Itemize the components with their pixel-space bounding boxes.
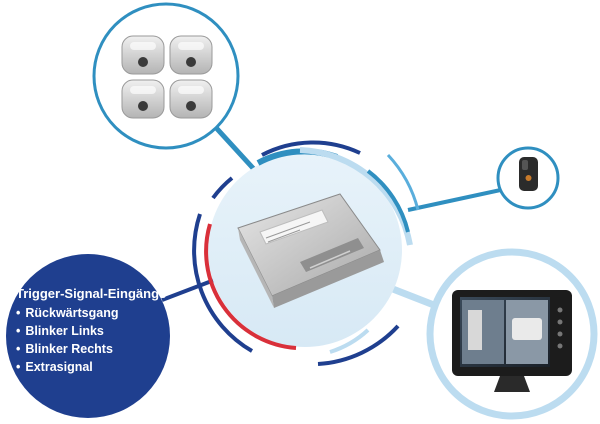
sensor-node xyxy=(496,146,560,210)
camera-icon xyxy=(121,79,165,119)
trigger-title: Trigger-Signal-Eingänge xyxy=(16,286,167,301)
sensor-connector xyxy=(407,186,511,212)
hub-arc xyxy=(329,328,370,354)
trigger-item: Extrasignal xyxy=(16,358,176,376)
hub-arc xyxy=(317,324,400,366)
camera-icon xyxy=(169,79,213,119)
camera-node xyxy=(92,2,240,150)
monitor-icon xyxy=(452,290,572,392)
camera-icon xyxy=(169,35,213,75)
control-unit-icon xyxy=(237,193,384,308)
hub-arc xyxy=(386,153,420,211)
trigger-item: Blinker Rechts xyxy=(16,340,176,358)
trigger-item: Blinker Links xyxy=(16,322,176,340)
camera-icon xyxy=(121,35,165,75)
hub-arc xyxy=(211,176,234,200)
hub-arc xyxy=(366,169,410,233)
monitor-node xyxy=(426,248,598,420)
trigger-list: Rückwärtsgang Blinker Links Blinker Rech… xyxy=(16,304,176,376)
camera-node-circle xyxy=(92,2,240,150)
trigger-item: Rückwärtsgang xyxy=(16,304,176,322)
trigger-signal-box: Trigger-Signal-Eingänge Rückwärtsgang Bl… xyxy=(16,286,176,376)
hub-arc xyxy=(261,140,361,157)
hub-arc xyxy=(192,213,254,353)
sensor-icon xyxy=(519,157,538,191)
hub-arc xyxy=(204,223,297,350)
